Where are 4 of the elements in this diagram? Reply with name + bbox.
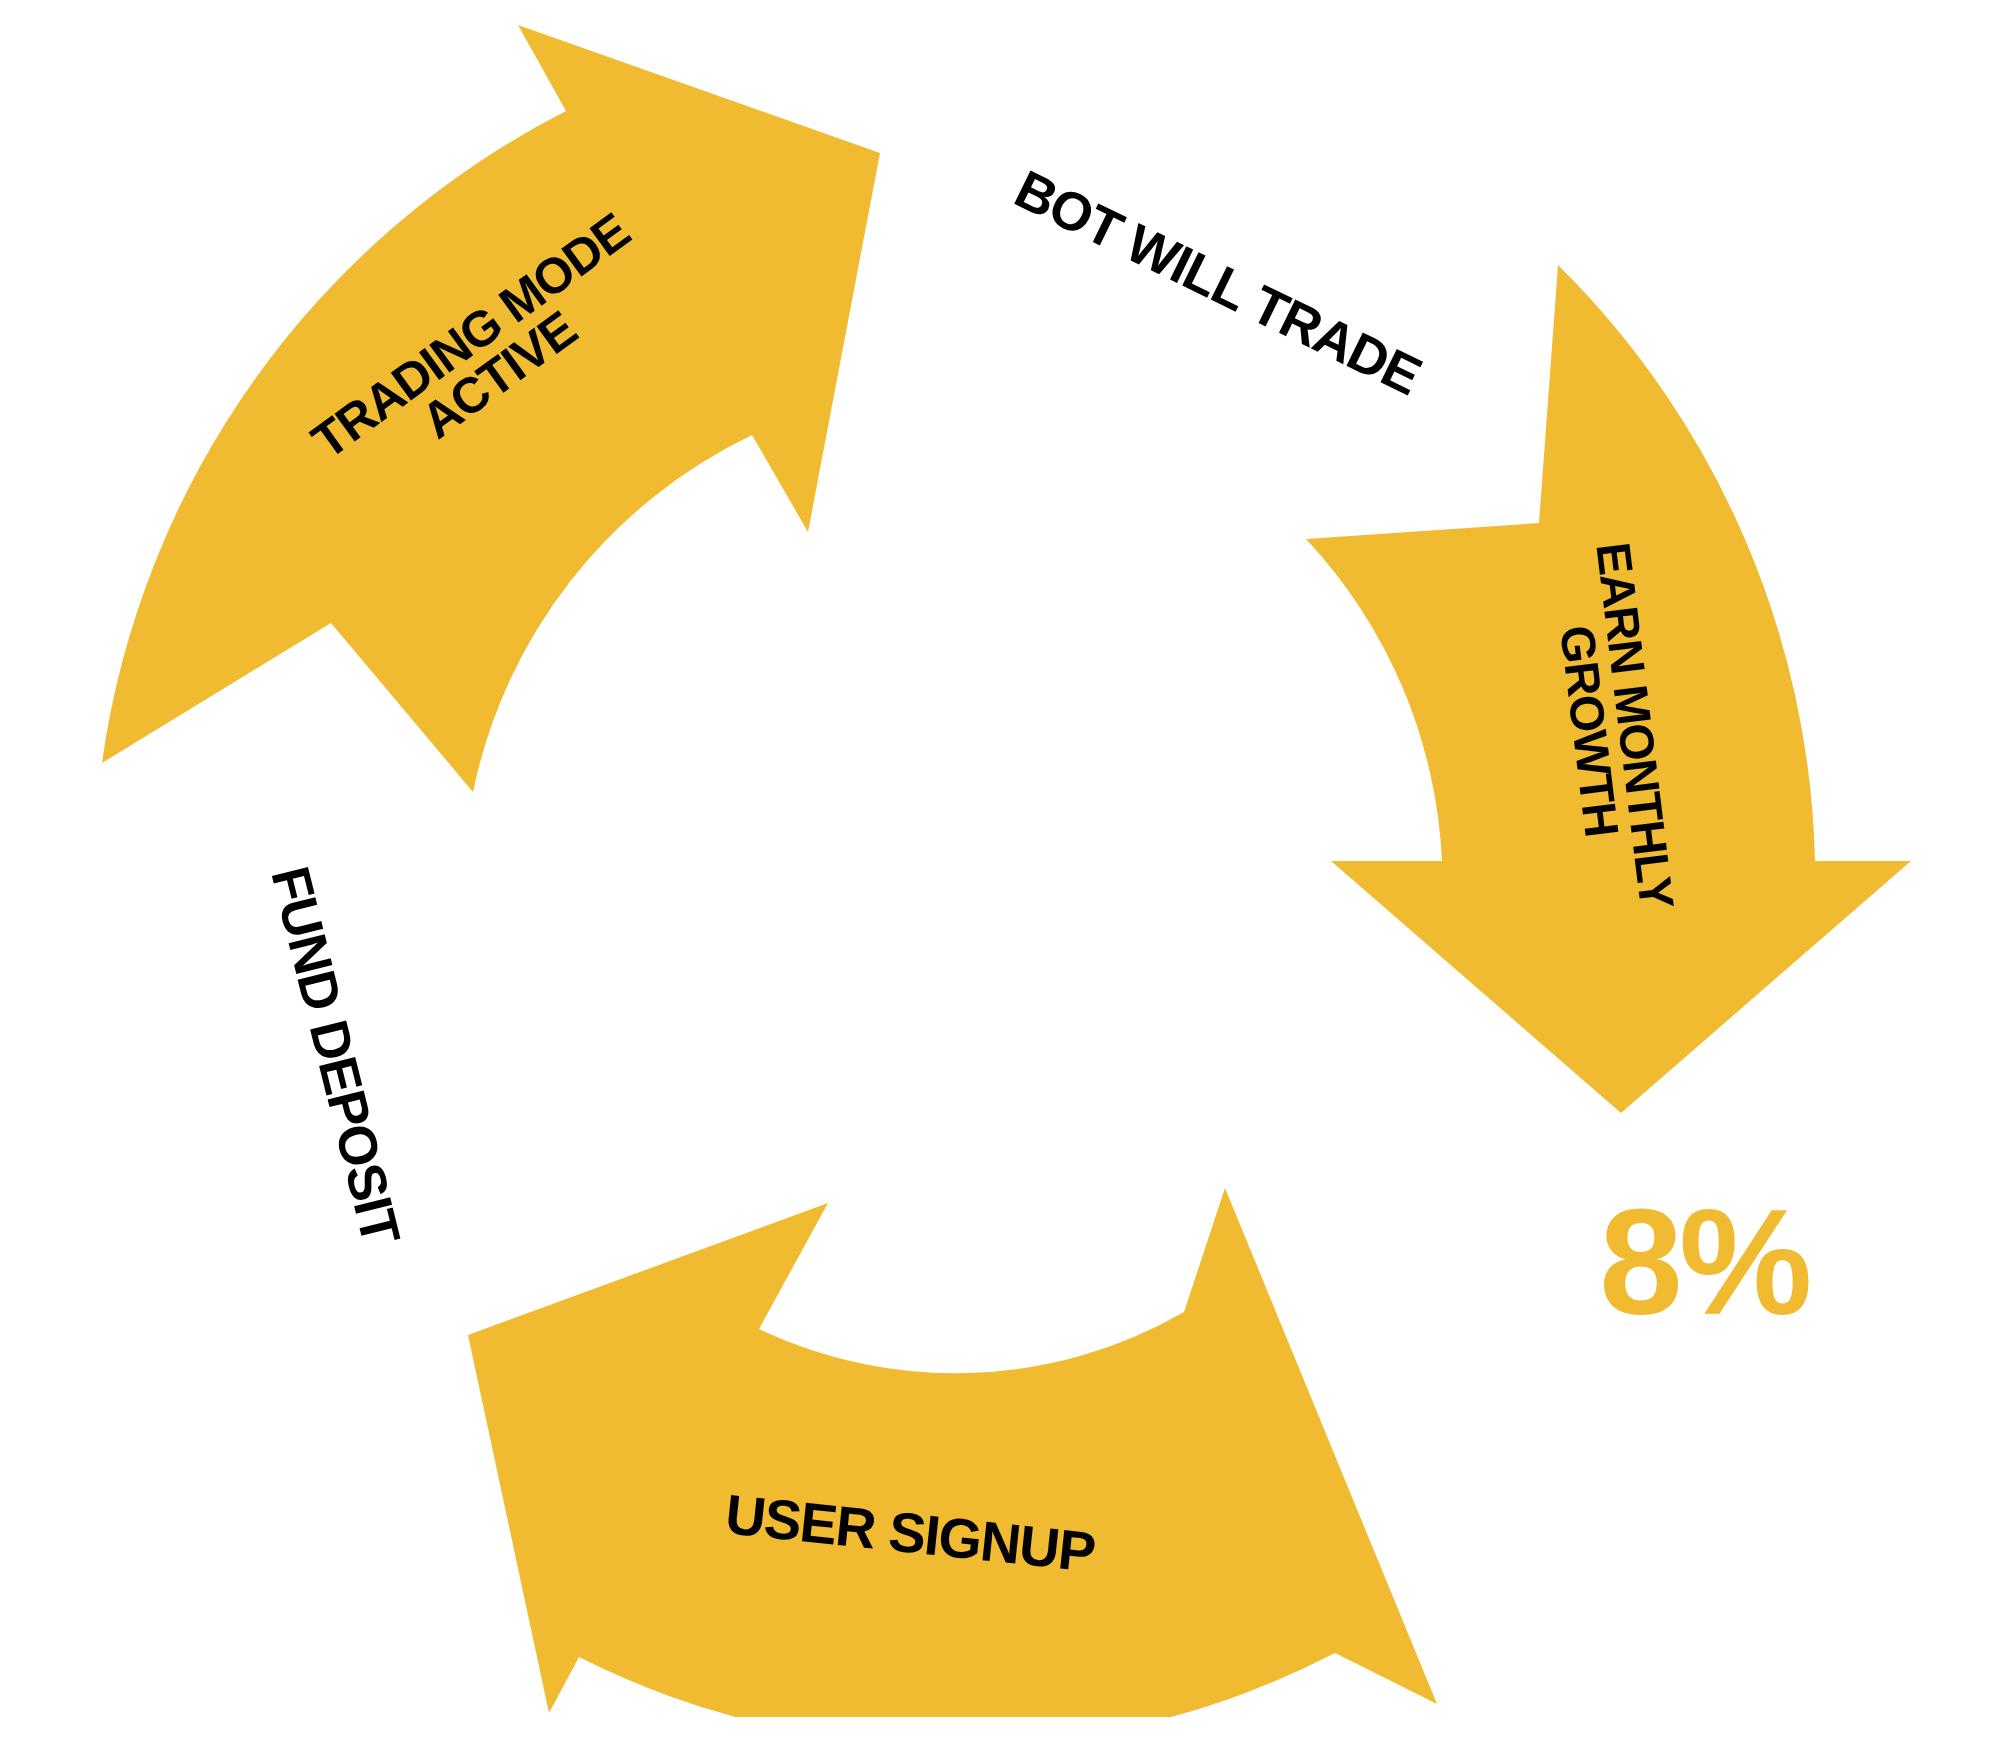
step-label: FUND DEPOSIT bbox=[259, 859, 413, 1252]
arrow-text: EARN MONTHLY GROWTH bbox=[1549, 538, 1683, 913]
step-label: 8% bbox=[1598, 1187, 1810, 1337]
arrow-text: USER SIGNUP bbox=[721, 1481, 1099, 1586]
